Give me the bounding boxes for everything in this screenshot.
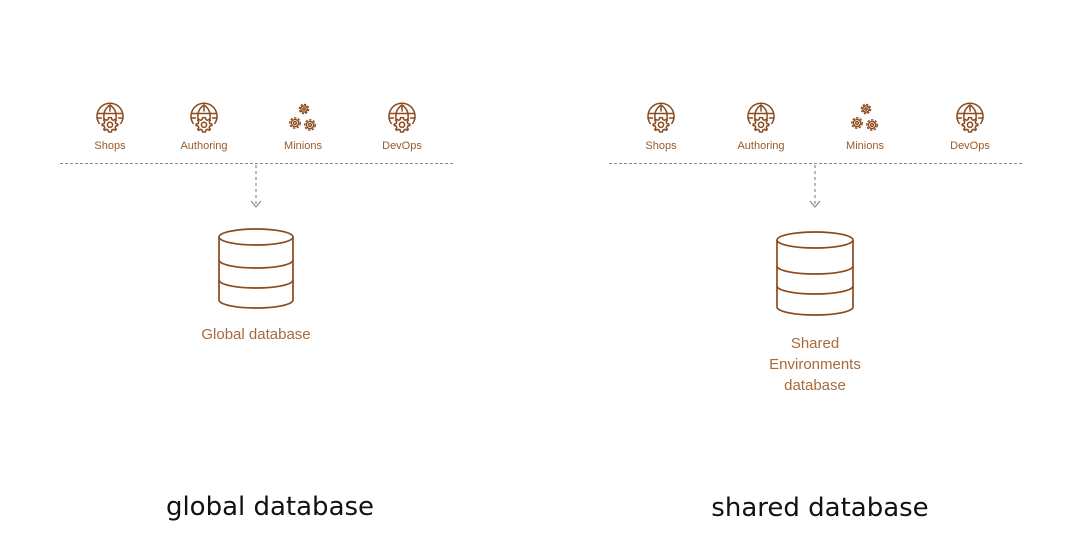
diagram-caption: shared database bbox=[711, 493, 929, 523]
diagram-caption: global database bbox=[165, 492, 375, 522]
dashed-divider bbox=[609, 163, 1022, 164]
service-label: Minions bbox=[846, 140, 884, 152]
database-label: Global database bbox=[201, 326, 311, 343]
service-label: DevOps bbox=[382, 140, 422, 152]
gears-icon bbox=[848, 101, 882, 135]
gears-icon bbox=[286, 101, 320, 135]
service-label: Authoring bbox=[737, 140, 785, 152]
service-shops: Shops bbox=[616, 101, 706, 152]
service-devops: DevOps bbox=[357, 101, 447, 152]
service-minions: Minions bbox=[820, 101, 910, 152]
database-label: Shared Environments database bbox=[735, 333, 895, 396]
service-shops: Shops bbox=[65, 101, 155, 152]
shared-database-diagram: Shops Authoring Minions DevOps Shared En… bbox=[544, 0, 1088, 546]
service-authoring: Authoring bbox=[716, 101, 806, 152]
service-label: DevOps bbox=[950, 140, 990, 152]
down-arrow-icon bbox=[809, 165, 821, 208]
global-database-diagram: Shops Authoring Minions DevOps Global da… bbox=[60, 0, 453, 522]
database-label-line: Shared bbox=[790, 335, 840, 352]
service-minions: Minions bbox=[258, 101, 348, 152]
globe-gear-icon bbox=[744, 101, 778, 135]
down-arrow-icon bbox=[250, 165, 262, 208]
service-label: Shops bbox=[645, 140, 677, 152]
service-devops: DevOps bbox=[925, 101, 1015, 152]
service-authoring: Authoring bbox=[159, 101, 249, 152]
database-label-line: Environments bbox=[769, 356, 861, 373]
globe-gear-icon bbox=[385, 101, 419, 135]
globe-gear-icon bbox=[644, 101, 678, 135]
service-label: Authoring bbox=[180, 140, 228, 152]
service-label: Minions bbox=[284, 140, 322, 152]
service-label: Shops bbox=[94, 140, 126, 152]
globe-gear-icon bbox=[93, 101, 127, 135]
globe-gear-icon bbox=[953, 101, 987, 135]
dashed-divider bbox=[60, 163, 453, 164]
database-label-line: database bbox=[784, 377, 846, 394]
database-icon bbox=[776, 231, 854, 316]
database-icon bbox=[218, 228, 294, 309]
globe-gear-icon bbox=[187, 101, 221, 135]
